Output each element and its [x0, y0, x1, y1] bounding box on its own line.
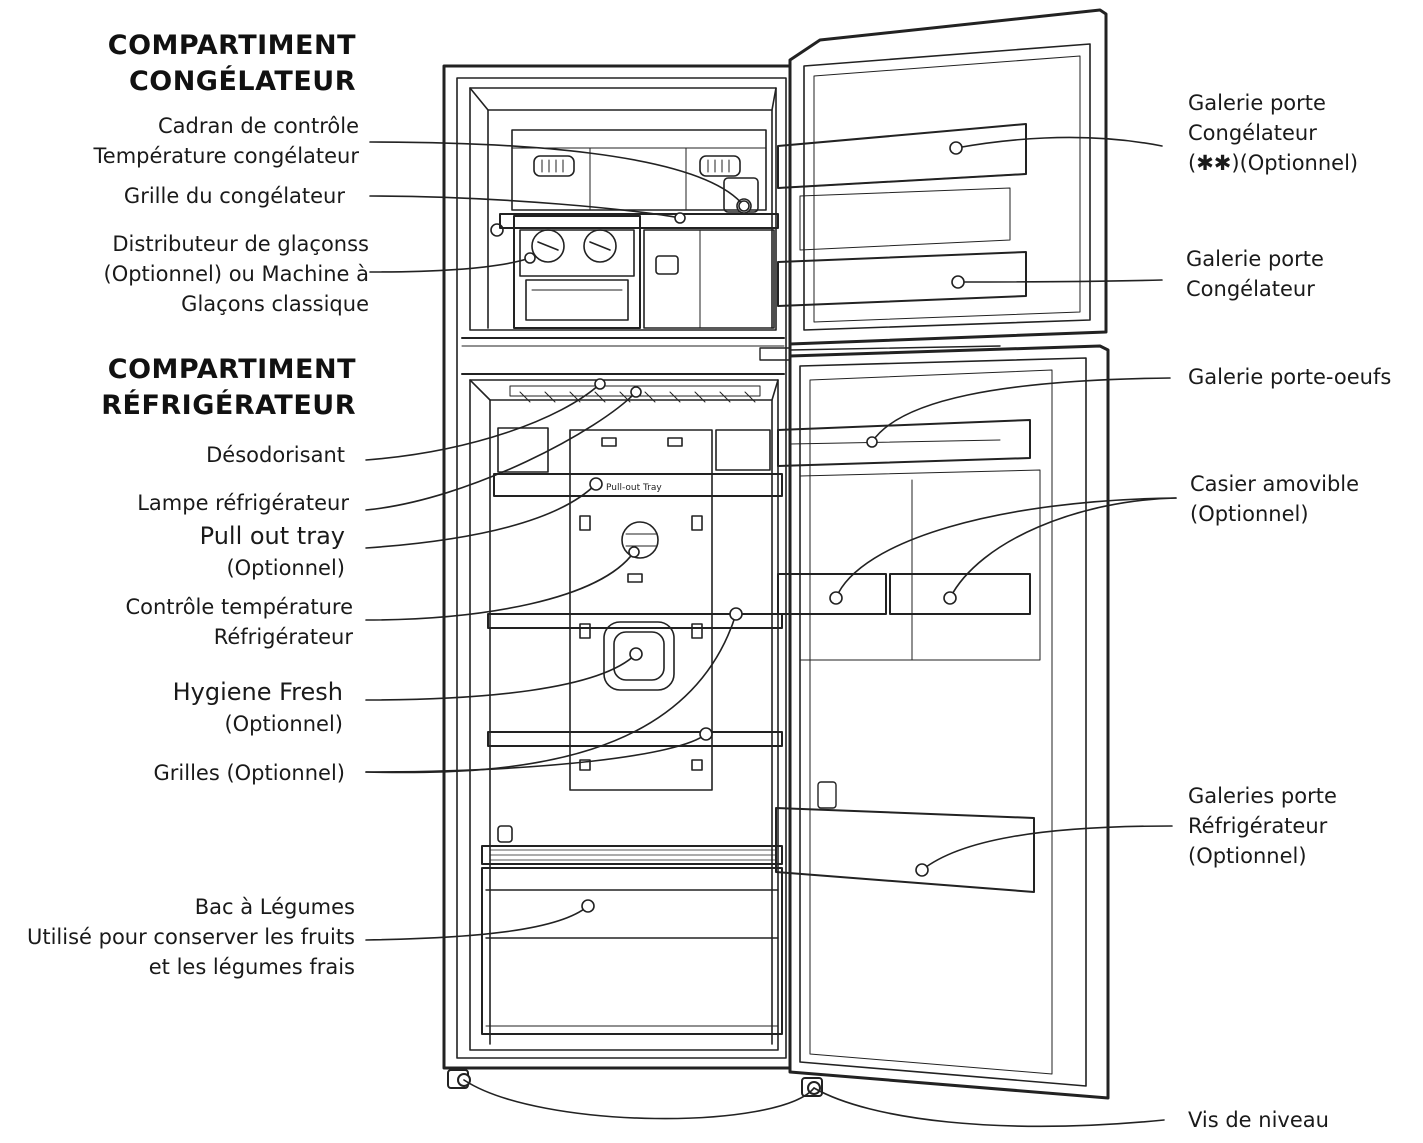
freezer-heading-line: COMPARTIMENT [107, 30, 356, 61]
label-line: Galerie porte-oeufs [1188, 365, 1392, 389]
label-line: Galerie porte [1188, 91, 1326, 115]
label-freezer-door-bin-optional: Galerie porte Congélateur (✱✱)(Optionnel… [1188, 88, 1358, 178]
label-line: (Optionnel) ou Machine à [103, 262, 370, 286]
label-line: Cadran de contrôle [158, 114, 359, 138]
label-egg-tray: Galerie porte-oeufs [1188, 362, 1391, 392]
fridge-compartment-heading: COMPARTIMENT RÉFRIGÉRATEUR [101, 352, 356, 424]
label-line: (Optionnel) [1190, 502, 1309, 526]
label-pull-out-tray: Pull out tray (Optionnel) [200, 520, 345, 584]
label-freezer-shelf: Grille du congélateur [124, 181, 345, 211]
freezer-interior [469, 87, 779, 331]
tray-print-label: Pull-out Tray [606, 483, 662, 493]
label-line: Galeries porte [1188, 784, 1337, 808]
label-line: Contrôle température [125, 595, 353, 619]
label-line: Pull out tray [199, 522, 345, 550]
freezer-heading-line: CONGÉLATEUR [128, 66, 356, 97]
callout-dots [524, 141, 965, 913]
label-line: Vis de niveau [1188, 1108, 1329, 1132]
freezer-compartment-heading: COMPARTIMENT CONGÉLATEUR [108, 28, 356, 100]
label-line: (Optionnel) [1188, 844, 1307, 868]
fridge-interior [469, 379, 783, 1051]
label-fridge-lamp: Lampe réfrigérateur [137, 488, 349, 518]
label-line: (Optionnel) [226, 556, 345, 580]
label-line: Température congélateur [93, 144, 359, 168]
label-line: Désodorisant [206, 443, 345, 467]
label-ice-maker: Distributeur de glaçonss (Optionnel) ou … [104, 229, 370, 319]
label-line: Casier amovible [1190, 472, 1360, 496]
label-line: et les légumes frais [148, 955, 355, 979]
label-line: (✱✱)(Optionnel) [1188, 151, 1359, 175]
label-fridge-door-bins: Galeries porte Réfrigérateur (Optionnel) [1188, 781, 1337, 871]
label-line: Lampe réfrigérateur [137, 491, 349, 515]
leveling-feet [447, 1069, 823, 1097]
label-deodorizer: Désodorisant [206, 440, 345, 470]
freezer-door [759, 8, 1108, 361]
label-line: Bac à Légumes [194, 895, 355, 919]
label-line: Galerie porte [1186, 247, 1324, 271]
label-line: Congélateur [1186, 277, 1315, 301]
fridge-door [775, 344, 1110, 1100]
fridge-heading-line: COMPARTIMENT [107, 354, 356, 385]
label-line: Réfrigérateur [1188, 814, 1328, 838]
label-hygiene-fresh: Hygiene Fresh (Optionnel) [173, 676, 343, 740]
label-line: Réfrigérateur [213, 625, 353, 649]
label-removable-basket: Casier amovible (Optionnel) [1190, 469, 1359, 529]
label-line: Utilisé pour conserver les fruits [26, 925, 355, 949]
leader-lines [365, 136, 1177, 1128]
label-fridge-temp-control: Contrôle température Réfrigérateur [125, 592, 353, 652]
label-freezer-temp-dial: Cadran de contrôle Température congélate… [94, 111, 359, 171]
label-leveling-screws: Vis de niveau [1188, 1105, 1329, 1135]
label-line: Distributeur de glaçonss [112, 232, 369, 256]
label-line: (Optionnel) [224, 712, 343, 736]
label-line: Grilles (Optionnel) [153, 761, 345, 785]
label-vegetable-crisper: Bac à Légumes Utilisé pour conserver les… [27, 892, 355, 982]
label-shelves: Grilles (Optionnel) [154, 758, 345, 788]
label-line: Hygiene Fresh [172, 678, 343, 706]
label-line: Congélateur [1188, 121, 1317, 145]
label-line: Grille du congélateur [123, 184, 345, 208]
fridge-heading-line: RÉFRIGÉRATEUR [101, 390, 356, 421]
label-freezer-door-bin: Galerie porte Congélateur [1186, 244, 1324, 304]
label-line: Glaçons classique [181, 292, 369, 316]
